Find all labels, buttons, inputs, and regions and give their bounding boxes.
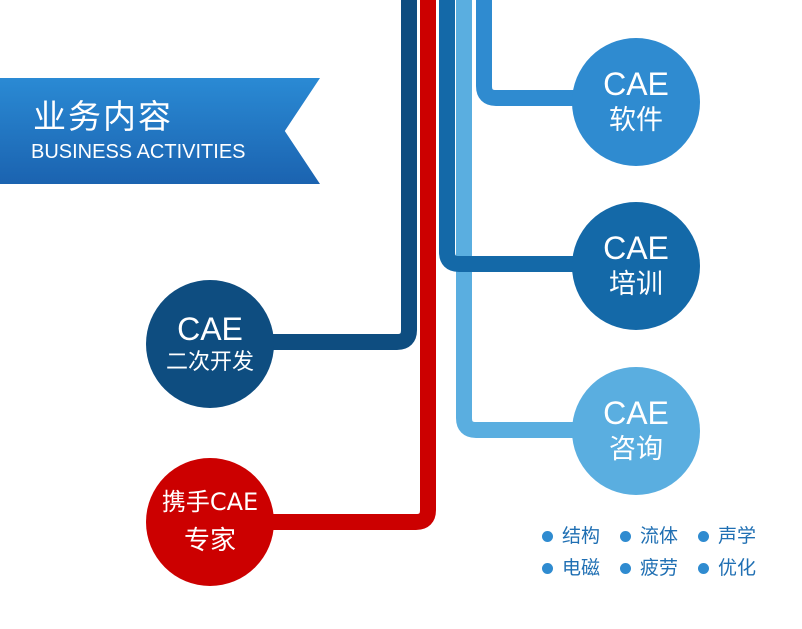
- node-cae-development[interactable]: CAE 二次开发: [146, 280, 274, 408]
- node-line2: 专家: [183, 526, 236, 556]
- line-consulting: [456, 0, 636, 438]
- header-banner: [0, 78, 320, 184]
- topic-item: 结构: [542, 525, 620, 547]
- consulting-topics: 结构 流体 声学 电磁 疲劳 优化: [542, 525, 772, 579]
- line-development: [210, 0, 417, 350]
- topic-item: 流体: [620, 525, 698, 547]
- bullet-icon: [698, 530, 709, 542]
- node-line1: 携手CAE: [161, 488, 259, 516]
- bullet-icon: [698, 562, 709, 574]
- node-line2: 咨询: [609, 434, 663, 465]
- node-line1: CAE: [603, 66, 669, 102]
- topic-item: 声学: [698, 525, 776, 547]
- line-software: [476, 0, 636, 106]
- node-line2: 培训: [609, 269, 663, 300]
- bullet-icon: [542, 530, 553, 542]
- bullet-icon: [620, 530, 631, 542]
- node-line1: CAE: [603, 395, 669, 431]
- bullet-icon: [542, 562, 553, 574]
- node-line2: 二次开发: [165, 350, 254, 375]
- node-cae-consulting[interactable]: CAE 咨询: [572, 367, 700, 495]
- line-experts: [210, 0, 436, 530]
- node-cae-software[interactable]: CAE 软件: [572, 38, 700, 166]
- header-title: 业务内容: [33, 97, 173, 136]
- node-cae-training[interactable]: CAE 培训: [572, 202, 700, 330]
- header-subtitle: BUSINESS ACTIVITIES: [31, 141, 246, 163]
- node-line2: 软件: [609, 105, 663, 136]
- line-training: [439, 0, 636, 272]
- topic-item: 优化: [698, 557, 776, 579]
- node-cae-experts[interactable]: 携手CAE 专家: [146, 458, 274, 586]
- node-line1: CAE: [177, 311, 243, 347]
- topic-item: 疲劳: [620, 557, 698, 579]
- node-line1: CAE: [603, 230, 669, 266]
- topic-item: 电磁: [542, 557, 620, 579]
- bullet-icon: [620, 562, 631, 574]
